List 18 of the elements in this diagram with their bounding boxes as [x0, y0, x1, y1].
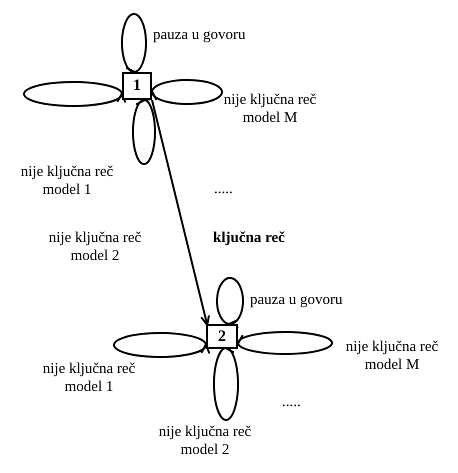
state-box [206, 324, 238, 349]
edge-label: nije ključna reč model M [222, 91, 318, 127]
self-loop-arrow [23, 81, 124, 107]
state-number: 1 [133, 78, 141, 94]
ellipsis-text: ..... [214, 180, 233, 198]
state-box [122, 72, 152, 100]
edge-label: nije ključna reč model 2 [158, 423, 252, 459]
ellipsis-text: ..... [282, 393, 301, 411]
edge-label: nije ključna reč model 1 [20, 163, 114, 199]
edge-label: ključna reč [213, 229, 285, 247]
state-number: 2 [218, 328, 226, 344]
edge-label: pauza u govoru [250, 291, 342, 309]
self-loop-arrow [113, 332, 208, 358]
edge-label: nije ključna reč model 1 [42, 360, 136, 396]
edge-label: pauza u govoru [153, 26, 246, 44]
edge-label: nije ključna reč model 2 [48, 229, 142, 265]
arrow [151, 100, 210, 326]
edge-label: nije ključna reč model M [344, 338, 440, 374]
